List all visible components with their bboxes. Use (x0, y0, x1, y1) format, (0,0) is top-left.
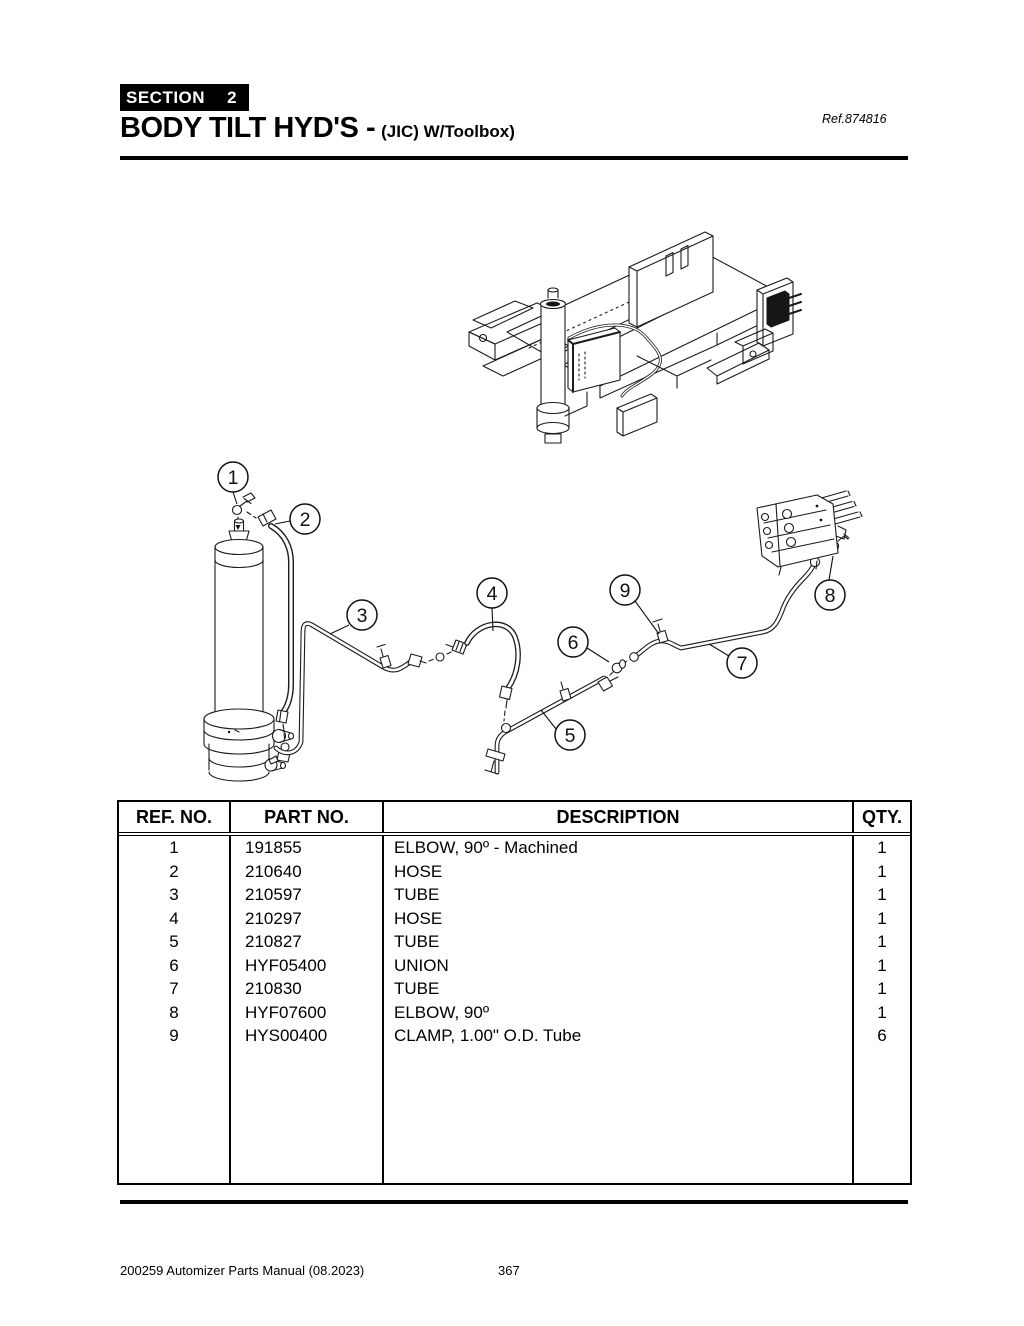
cell-part-no: 210640 (229, 859, 383, 883)
cell-qty: 1 (852, 883, 910, 907)
header-rule (120, 156, 908, 160)
callout-leaders (232, 491, 834, 730)
cell-description: CLAMP, 1.00" O.D. Tube (382, 1024, 853, 1048)
cell-part-no: 210827 (229, 930, 383, 954)
cell-ref-no: 4 (169, 908, 179, 928)
svg-text:1: 1 (228, 467, 239, 489)
callout-3: 3 (346, 599, 378, 631)
tube-210830-part (629, 550, 827, 662)
cell-qty: 1 (852, 859, 910, 883)
table-header-row: REF. NO. PART NO. DESCRIPTION QTY. (119, 802, 910, 836)
elbow-90-machined-part (231, 492, 257, 530)
cell-description: HOSE (382, 906, 853, 930)
cell-description: ELBOW, 90º (382, 1000, 853, 1024)
svg-text:8: 8 (825, 585, 836, 607)
cell-description: TUBE (382, 883, 853, 907)
cell-ref-no: 9 (169, 1026, 179, 1045)
table-row: 1 191855 ELBOW, 90º - Machined 1 (119, 834, 910, 860)
table-row: 6 HYF05400 UNION 1 (119, 953, 910, 977)
tube-210597-part (273, 621, 454, 756)
cell-qty: 1 (852, 953, 910, 977)
svg-text:3: 3 (357, 605, 368, 627)
cell-qty: 1 (852, 930, 910, 954)
cell-part-no: HYF05400 (229, 953, 383, 977)
svg-text:7: 7 (737, 653, 748, 675)
page-title: BODY TILT HYD'S - (JIC) W/Toolbox) (120, 112, 515, 145)
table-row: 8 HYF07600 ELBOW, 90º 1 (119, 1000, 910, 1024)
cell-description: TUBE (382, 930, 853, 954)
cell-qty: 1 (852, 906, 910, 930)
hose-210297-part (445, 621, 521, 722)
cell-qty: 1 (852, 1000, 910, 1024)
cell-ref-no: 3 (169, 885, 179, 904)
footer-manual-info: 200259 Automizer Parts Manual (08.2023) (120, 1263, 365, 1278)
cell-part-no: 210830 (229, 977, 383, 1001)
tube-210827-part (484, 675, 619, 775)
section-label: SECTION (126, 88, 206, 107)
table-row: 4 210297 HOSE 1 (119, 906, 910, 930)
hydraulic-cylinder-drawing (203, 518, 295, 782)
cell-qty: 1 (852, 977, 910, 1001)
cell-part-no: 191855 (229, 834, 383, 860)
callout-7: 7 (726, 647, 758, 679)
cell-ref-no: 2 (169, 861, 179, 881)
truck-overview-drawing (468, 231, 802, 444)
clamp-hys00400-part (652, 618, 669, 644)
cell-description: UNION (382, 953, 853, 977)
hose-210640-part (257, 509, 294, 765)
footer-rule (120, 1200, 908, 1204)
svg-text:9: 9 (620, 580, 631, 602)
col-header-description: DESCRIPTION (382, 802, 853, 836)
svg-text:5: 5 (565, 725, 576, 747)
control-valve-drawing (756, 490, 863, 576)
table-row: 2 210640 HOSE 1 (119, 859, 910, 883)
ref-number: Ref.874816 (822, 112, 887, 126)
callout-9: 9 (609, 574, 641, 606)
cell-ref-no: 1 (169, 838, 179, 857)
cell-qty: 1 (852, 834, 910, 860)
callout-4: 4 (476, 577, 508, 609)
svg-text:2: 2 (300, 509, 311, 531)
col-header-qty: QTY. (852, 802, 910, 836)
table-row: 9 HYS00400 CLAMP, 1.00" O.D. Tube 6 (119, 1024, 910, 1048)
callout-2: 2 (289, 503, 321, 535)
title-subtitle: (JIC) W/Toolbox) (381, 122, 515, 141)
svg-text:4: 4 (487, 583, 498, 605)
cell-qty: 6 (852, 1024, 910, 1048)
cell-description: TUBE (382, 977, 853, 1001)
cell-ref-no: 5 (169, 932, 179, 951)
cell-ref-no: 6 (169, 955, 179, 975)
cell-ref-no: 7 (169, 979, 179, 998)
parts-table: REF. NO. PART NO. DESCRIPTION QTY. 1 191… (117, 800, 912, 1185)
col-header-part-no: PART NO. (229, 802, 383, 836)
table-row: 3 210597 TUBE 1 (119, 883, 910, 907)
section-number: 2 (227, 88, 238, 107)
exploded-parts-drawing: 1 2 3 4 5 6 7 8 9 (203, 461, 863, 782)
table-row: 7 210830 TUBE 1 (119, 977, 910, 1001)
cell-part-no: HYS00400 (229, 1024, 383, 1048)
callout-6: 6 (557, 626, 589, 658)
cell-part-no: HYF07600 (229, 1000, 383, 1024)
title-main: BODY TILT HYD'S - (120, 112, 376, 144)
callout-8: 8 (814, 579, 846, 611)
footer-page-number: 367 (498, 1263, 520, 1278)
cell-part-no: 210597 (229, 883, 383, 907)
callout-5: 5 (554, 719, 586, 751)
table-row: 5 210827 TUBE 1 (119, 930, 910, 954)
col-header-ref-no: REF. NO. (119, 802, 230, 836)
section-badge: SECTION 2 (120, 84, 250, 111)
table-filler-row (119, 1047, 910, 1183)
cell-description: HOSE (382, 859, 853, 883)
svg-text:6: 6 (568, 632, 579, 654)
cell-ref-no: 8 (169, 1002, 179, 1022)
cell-part-no: 210297 (229, 906, 383, 930)
callout-1: 1 (217, 461, 249, 493)
union-hyf05400-part (609, 659, 629, 676)
parts-diagram: 1 2 3 4 5 6 7 8 9 (203, 231, 863, 782)
cell-description: ELBOW, 90º - Machined (382, 834, 853, 860)
